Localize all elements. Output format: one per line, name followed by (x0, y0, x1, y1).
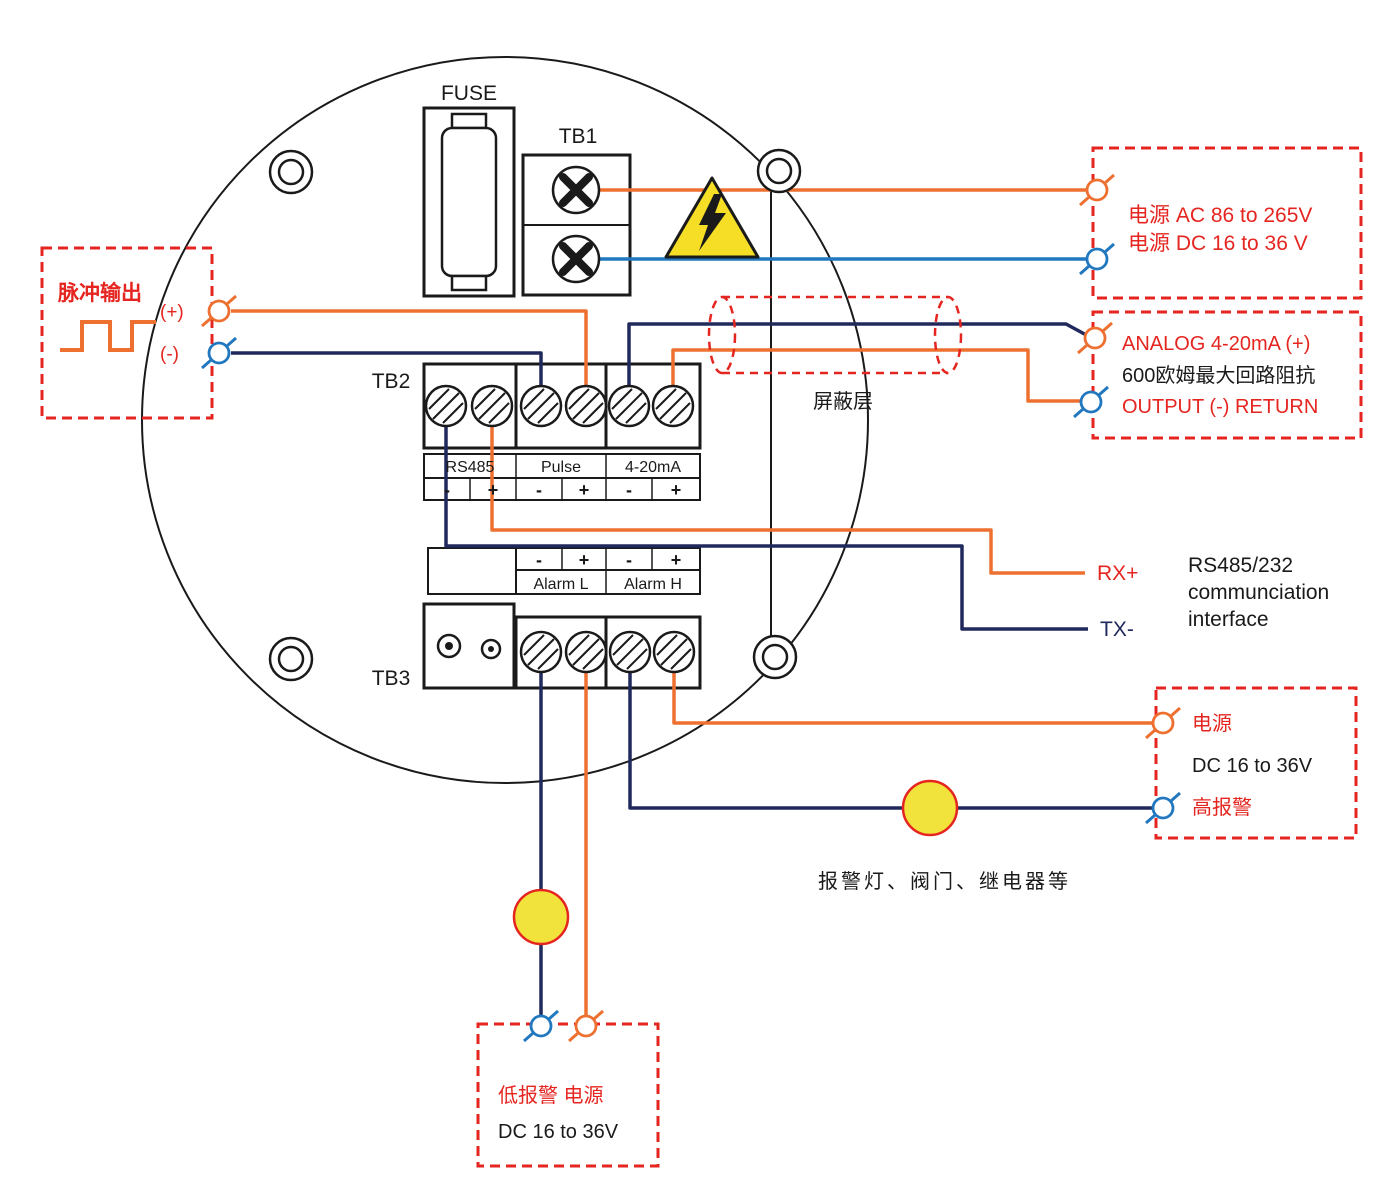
analog-plus-connector-icon (1076, 321, 1114, 355)
low-alarm-voltage-label: DC 16 to 36V (498, 1121, 619, 1143)
alarm-strip-names (515, 569, 701, 595)
power-supply-box (1091, 146, 1363, 300)
fuse-bottom-tab (450, 274, 488, 292)
shield-sleeve (707, 295, 963, 375)
mount-screw (268, 636, 314, 682)
comms-line3: interface (1188, 608, 1269, 631)
tb3-screw-alarm-l-plus (564, 630, 608, 674)
strip-label-420ma: 4-20mA (625, 459, 681, 476)
tb2-screw-rs485-minus (424, 384, 468, 428)
polarity-sign: + (671, 550, 682, 570)
polarity-sign: - (536, 480, 542, 500)
tb3-screw-alarm-l-minus (519, 630, 563, 674)
wires (231, 188, 1160, 1026)
polarity-sign: - (626, 550, 632, 570)
tb1-screw-terminal (553, 167, 599, 213)
tb2-screw-420ma-minus (607, 384, 651, 428)
strip-label-alarm-h: Alarm H (624, 576, 682, 593)
annotation-boxes (40, 146, 1363, 1168)
alarm-lamp-icon (512, 888, 570, 946)
polarity-sign: - (536, 550, 542, 570)
dc-power-label: 电源 DC 16 to 36 V (1128, 232, 1308, 255)
fuse-cartridge (440, 126, 498, 278)
tb3-screw-alarm-h-plus (652, 630, 696, 674)
wire-pulse-plus (231, 309, 588, 406)
tx-label: TX- (1100, 618, 1134, 641)
tb3-pin-terminal-dot (488, 646, 494, 652)
tb2-screw-420ma-plus (651, 384, 695, 428)
polarity-sign: - (626, 480, 632, 500)
tb2-screw-pulse-minus (519, 384, 563, 428)
wire-alarm-h-power (672, 652, 1160, 725)
wire-analog-plus (627, 322, 1091, 406)
pulse-plus-label: (+) (160, 302, 184, 323)
rx-label: RX+ (1097, 562, 1138, 585)
polarity-sign: + (488, 480, 499, 500)
wire-rs485-tx (444, 406, 1088, 631)
wire-alarm-h-signal (628, 652, 1160, 810)
low-alarm-title: 低报警 电源 (498, 1084, 604, 1107)
tb2-strip-names (423, 453, 701, 479)
mount-screw (752, 634, 798, 680)
tb3-screw-alarm-h-minus (608, 630, 652, 674)
strip-label-alarm-l: Alarm L (533, 576, 588, 593)
tb2-screw-rs485-plus (470, 384, 514, 428)
polarity-sign: + (671, 480, 682, 500)
labels: FUSE TB1 TB2 TB3 RS485 Pulse 4-20mA - + … (57, 82, 1329, 1143)
alarm-lamp-icon (901, 779, 959, 837)
high-alarm-power-label: 电源 (1192, 712, 1232, 735)
mount-screw (268, 149, 314, 195)
load-caption: 报警灯、阀门、继电器等 (818, 870, 1071, 893)
high-alarm-label: 高报警 (1192, 796, 1252, 819)
alarm-l-power-connector-icon (567, 1009, 605, 1043)
tb3-label: TB3 (372, 667, 411, 690)
output-return-label: OUTPUT (-) RETURN (1122, 396, 1318, 418)
analog-output-box (1091, 310, 1363, 440)
wire-rs485-rx (490, 406, 1085, 575)
tb1-label: TB1 (559, 125, 598, 148)
alarm-strip (427, 547, 701, 595)
polarity-sign: + (579, 550, 590, 570)
low-alarm-box (476, 1022, 660, 1168)
high-voltage-warning-icon (664, 176, 760, 259)
fuse-label: FUSE (441, 82, 497, 105)
analog-plus-label: ANALOG 4-20mA (+) (1122, 333, 1310, 355)
loop-impedance-label: 600欧姆最大回路阻抗 (1122, 364, 1315, 387)
high-alarm-voltage-label: DC 16 to 36V (1192, 755, 1313, 777)
fuse-top-tab (450, 112, 488, 130)
comms-line1: RS485/232 (1188, 554, 1293, 577)
tb2-assembly (422, 362, 702, 501)
fuse-assembly (422, 106, 516, 298)
pulse-output-title: 脉冲输出 (57, 281, 142, 305)
pulse-output-box (40, 246, 214, 420)
pulse-minus-label: (-) (160, 344, 179, 365)
alarm-lamps (512, 779, 959, 946)
high-alarm-box (1154, 686, 1358, 840)
tb2-label: TB2 (372, 370, 411, 393)
strip-label-rs485: RS485 (446, 459, 495, 476)
wire-analog-return (671, 348, 1086, 406)
polarity-sign: - (444, 480, 450, 500)
tb1-screw-terminal (553, 236, 599, 282)
tb2-screw-pulse-plus (564, 384, 608, 428)
polarity-sign: + (579, 480, 590, 500)
mount-screw (756, 148, 802, 194)
tb3-pin-terminal-dot (445, 642, 453, 650)
pulse-waveform-icon (60, 320, 156, 352)
alarm-l-signal-connector-icon (522, 1009, 560, 1043)
strip-label-pulse: Pulse (541, 459, 581, 476)
ac-power-label: 电源 AC 86 to 265V (1128, 204, 1312, 227)
shield-label: 屏蔽层 (813, 390, 873, 413)
alarm-strip-blank (427, 547, 517, 595)
comms-line2: communciation (1188, 581, 1329, 604)
